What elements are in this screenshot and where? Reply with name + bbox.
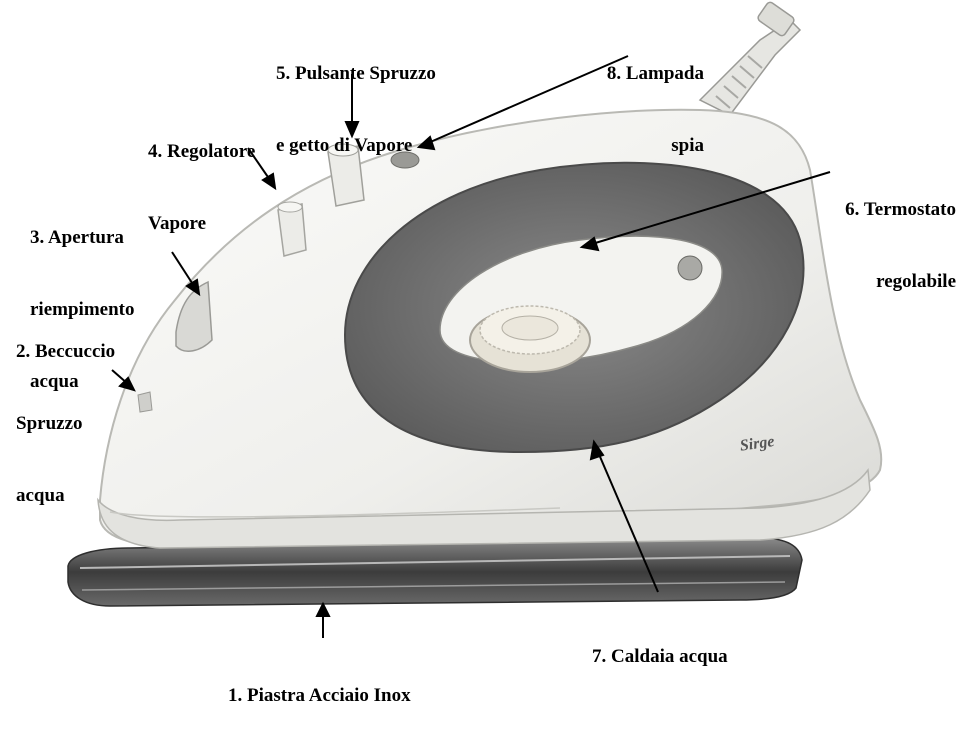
label-regolatore-vapore: 4. Regolatore Vapore bbox=[148, 92, 255, 284]
spray-nozzle bbox=[138, 392, 152, 412]
label-pulsante-spruzzo: 5. Pulsante Spruzzo e getto di Vapore bbox=[276, 14, 436, 206]
steam-iron-illustration: Sirge bbox=[0, 0, 966, 664]
diagram-canvas: Sirge bbox=[0, 0, 966, 664]
label-caldaia-acqua: 7. Caldaia acqua bbox=[592, 597, 728, 717]
label-termostato-regolabile: 6. Termostato regolabile bbox=[845, 150, 956, 342]
label-apertura-riempimento: 3. Apertura riempimento acqua bbox=[30, 178, 134, 442]
steam-regulator-knob bbox=[278, 202, 306, 256]
power-cord bbox=[700, 1, 800, 115]
arrow-piastra bbox=[317, 604, 329, 638]
label-lampada-spia: 8. Lampada spia bbox=[607, 14, 704, 206]
label-piastra-acciaio-inox: 1. Piastra Acciaio Inox bbox=[228, 636, 411, 756]
